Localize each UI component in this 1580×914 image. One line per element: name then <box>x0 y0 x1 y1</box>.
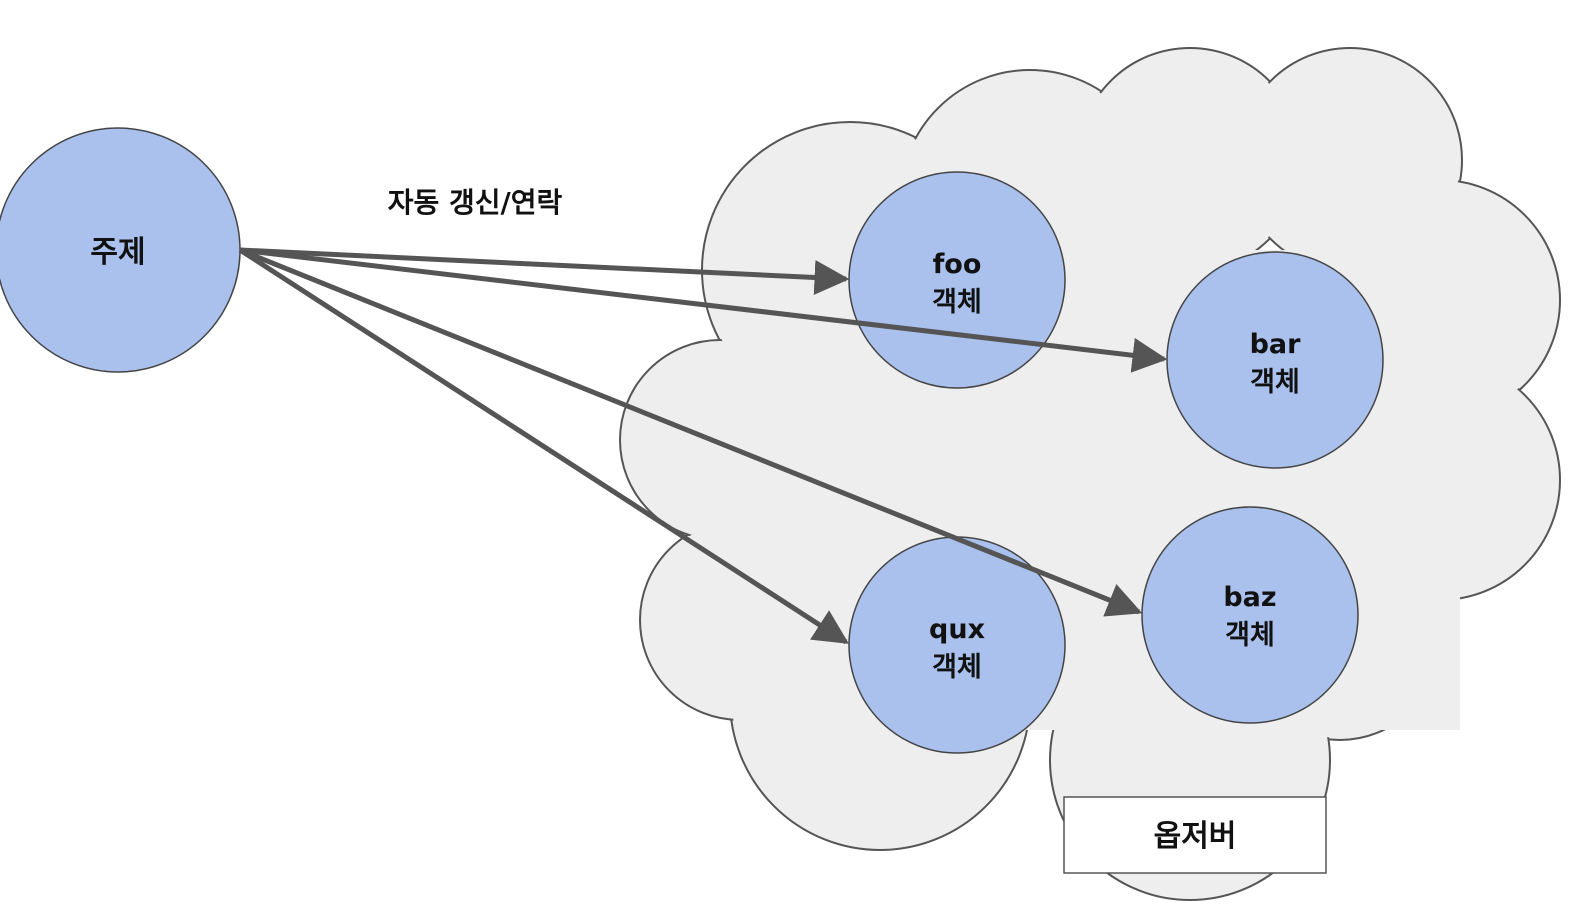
arrow-to-baz <box>239 247 1143 617</box>
subject-node: 주제 <box>0 127 241 373</box>
observer-name: qux <box>929 614 985 645</box>
arrow-to-bar <box>239 247 1168 373</box>
subject-label: 주제 <box>90 235 145 270</box>
arrow-to-qux <box>238 247 849 645</box>
observer-node-qux: qux 객체 <box>848 536 1066 754</box>
observer-cloud <box>619 47 1561 901</box>
observer-group-label-box: 옵저버 <box>1063 796 1327 874</box>
observer-name: bar <box>1250 329 1302 360</box>
observer-suffix: 객체 <box>1225 620 1275 651</box>
observer-node-baz: baz 객체 <box>1141 506 1359 724</box>
edge-label: 자동 갱신/연락 <box>388 186 563 219</box>
observer-name: foo <box>933 249 982 280</box>
observer-name: baz <box>1223 582 1276 613</box>
observer-suffix: 객체 <box>1250 367 1300 398</box>
observer-group-label: 옵저버 <box>1154 819 1237 854</box>
arrow-to-foo <box>239 247 850 295</box>
observer-suffix: 객체 <box>932 287 982 318</box>
observer-suffix: 객체 <box>932 652 982 683</box>
observer-node-bar: bar 객체 <box>1166 251 1384 469</box>
observer-node-foo: foo 객체 <box>848 171 1066 389</box>
